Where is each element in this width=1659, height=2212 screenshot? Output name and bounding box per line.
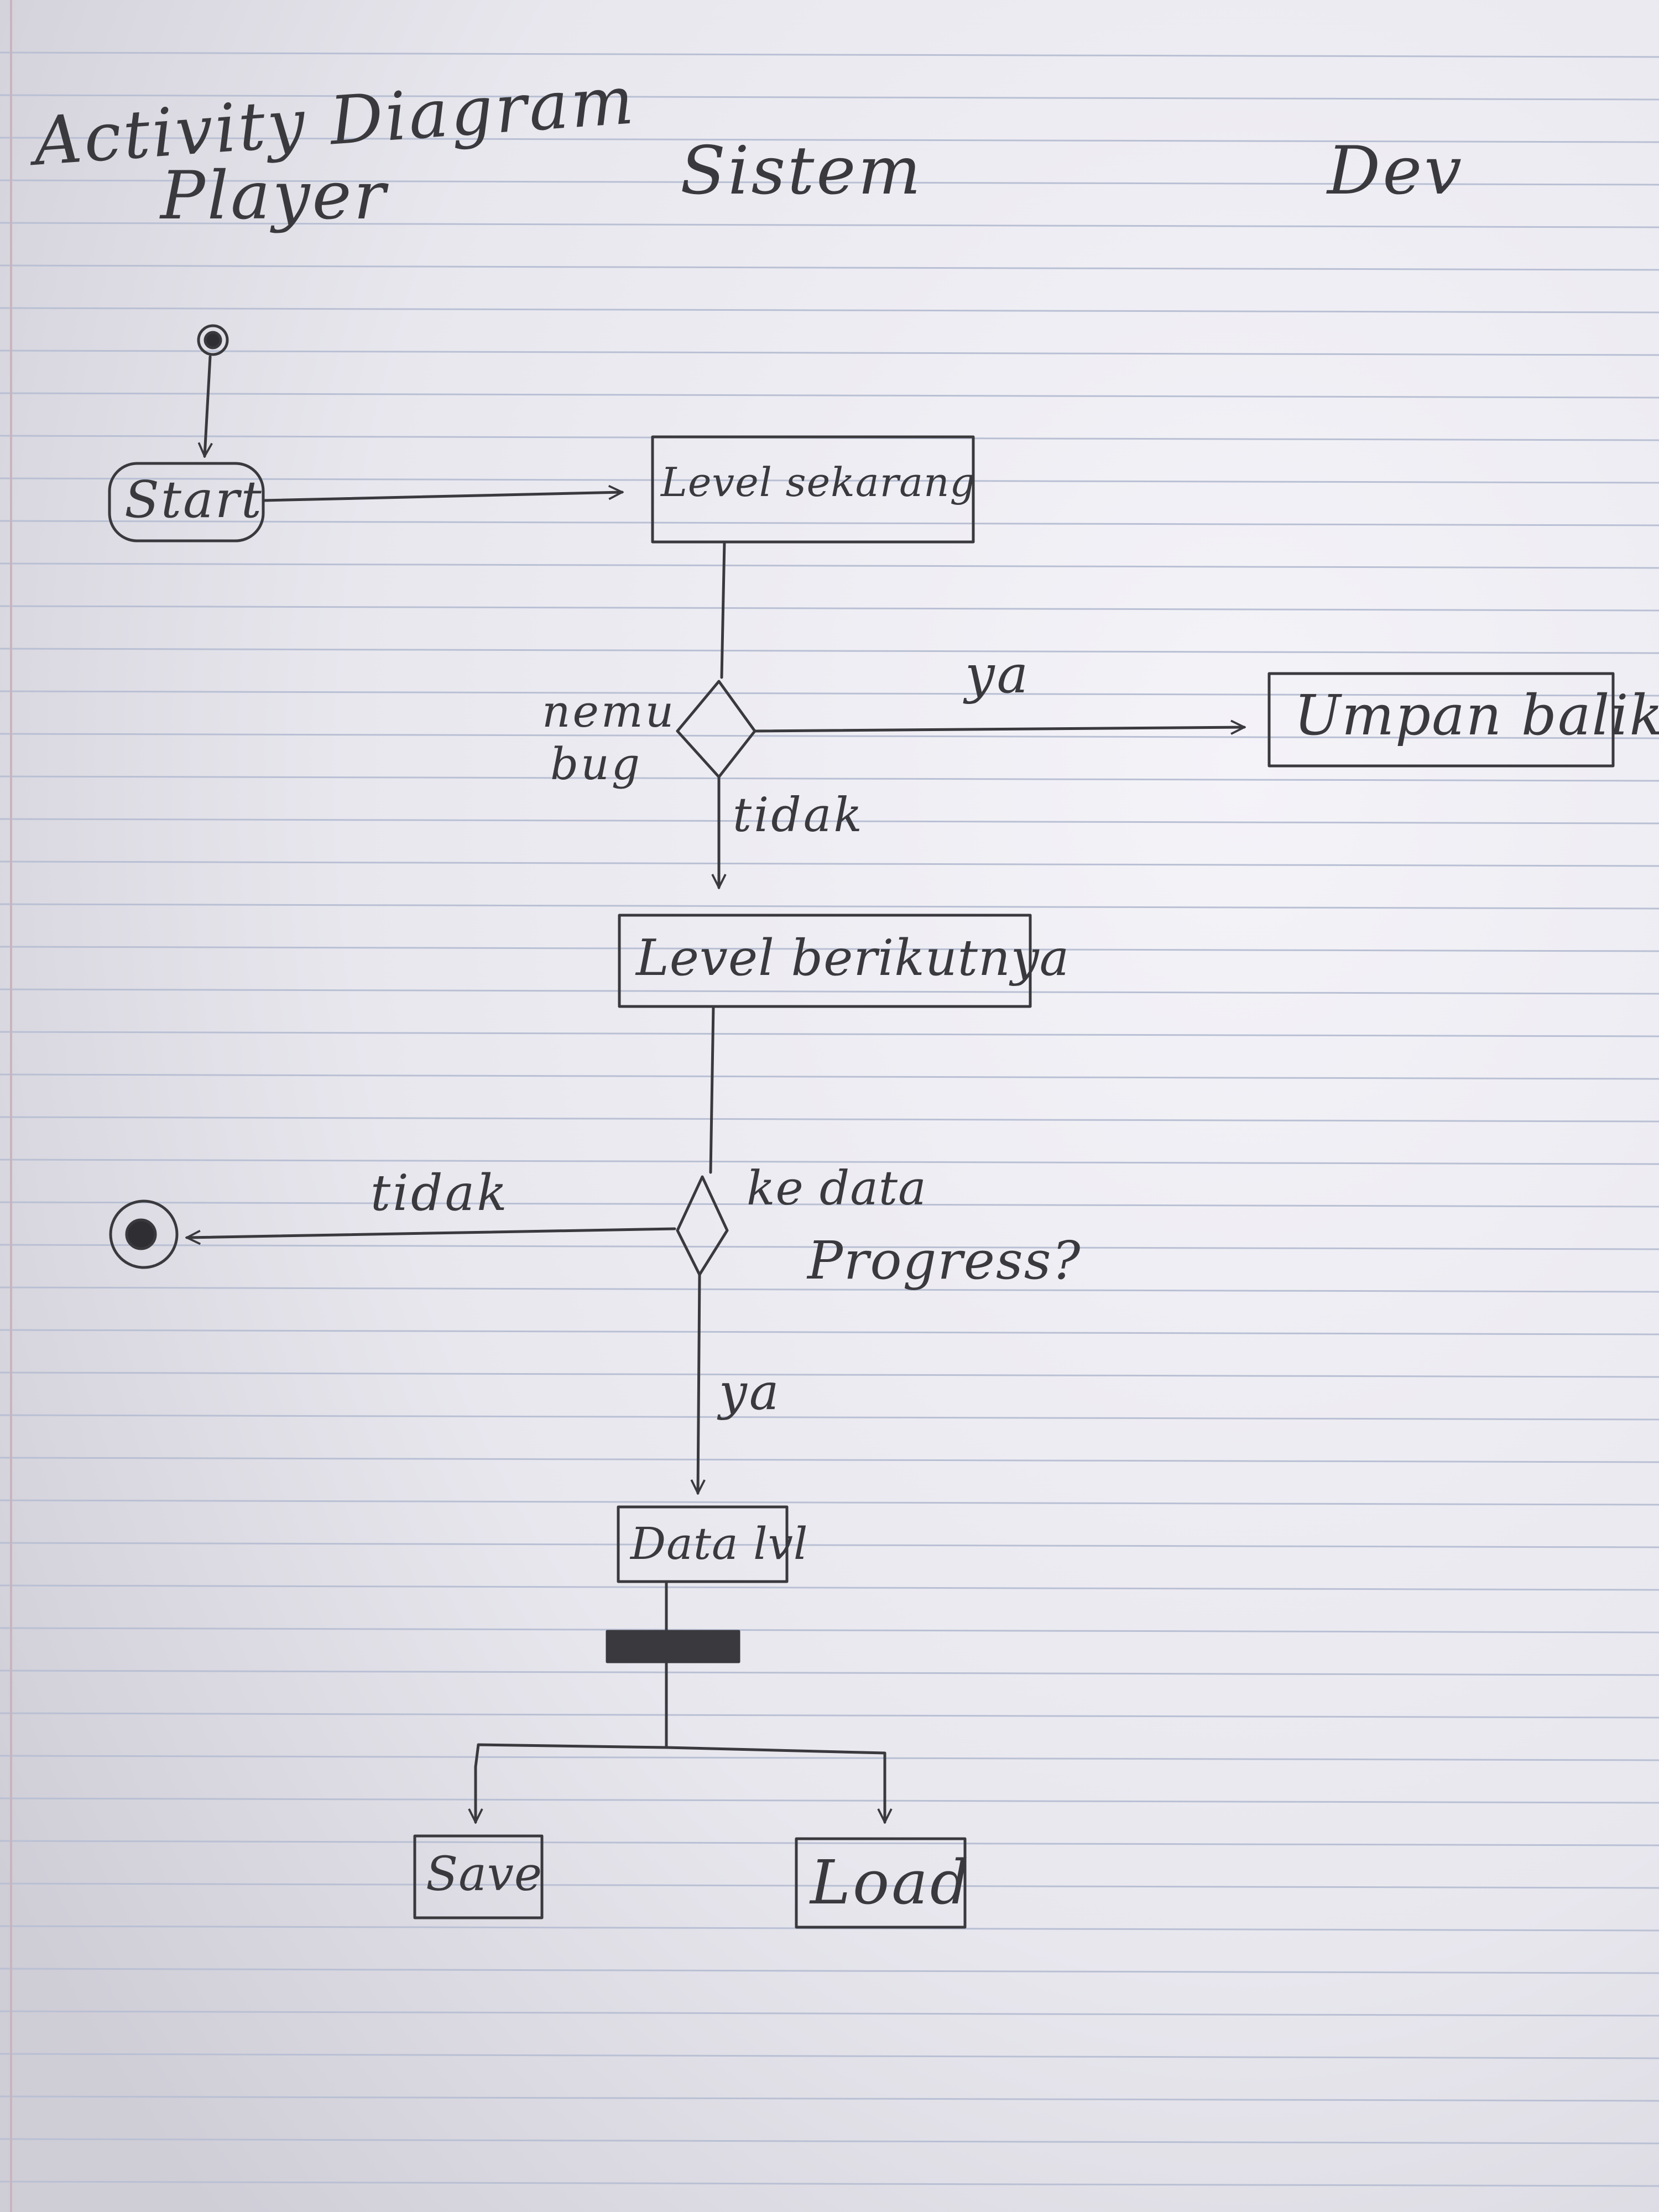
ruled-line — [0, 1882, 1659, 1889]
level-berikutnya-node — [618, 914, 1032, 1008]
level-sekarang-node — [651, 435, 975, 544]
data-lvl-label: Data lvl — [630, 1518, 808, 1569]
ruled-line — [0, 988, 1659, 995]
ruled-line — [0, 733, 1659, 739]
ruled-line — [0, 690, 1659, 697]
ruled-line — [0, 349, 1659, 356]
decision-bug-label-1: nemu — [542, 686, 676, 737]
ruled-line — [0, 179, 1659, 186]
ruled-line — [0, 1159, 1659, 1165]
flow-bug-yes — [753, 727, 1244, 731]
ruled-line — [0, 2095, 1659, 2102]
ruled-line — [0, 1755, 1659, 1761]
ruled-line — [0, 1712, 1659, 1719]
lane-dev: Dev — [1327, 133, 1464, 210]
ruled-line — [0, 775, 1659, 782]
save-node — [413, 1834, 544, 1919]
ruled-line — [0, 648, 1659, 654]
final-node-outer — [109, 1199, 179, 1269]
ruled-line — [0, 860, 1659, 867]
flow-level-decision2 — [709, 1005, 715, 1174]
ruled-line — [0, 1627, 1659, 1634]
level-berikutnya-label: Level berikutnya — [636, 929, 1070, 987]
ruled-line — [0, 1201, 1659, 1208]
fork-branches — [474, 1743, 885, 1822]
initial-node-fill — [204, 331, 222, 349]
decision-progress-label-2: Progress? — [807, 1230, 1082, 1291]
ruled-line — [0, 2138, 1659, 2145]
flow-progress-no — [187, 1227, 676, 1238]
umpan-balik-label: Umpan balik — [1294, 683, 1659, 748]
level-sekarang-label: Level sekarang — [661, 459, 976, 505]
ruled-line — [0, 1584, 1659, 1591]
ruled-line — [0, 264, 1659, 271]
fork-bar — [606, 1630, 740, 1663]
ruled-line — [0, 2010, 1659, 2017]
flow-progress-yes — [698, 1273, 700, 1493]
data-lvl-node — [617, 1505, 789, 1583]
ruled-line — [0, 818, 1659, 825]
load-node — [795, 1837, 967, 1929]
decision-progress-yes-label: ya — [719, 1363, 781, 1421]
ruled-line — [0, 1414, 1659, 1421]
ruled-line — [0, 222, 1659, 228]
lane-player: Player — [160, 158, 388, 234]
save-label: Save — [426, 1847, 543, 1902]
ruled-line — [0, 1542, 1659, 1548]
ruled-line — [0, 477, 1659, 484]
ruled-line — [0, 1073, 1659, 1080]
ruled-line — [0, 94, 1659, 101]
ruled-line — [0, 137, 1659, 143]
decision-progress-label-1: ke data — [747, 1161, 927, 1216]
ruled-line — [0, 392, 1659, 399]
load-label: Load — [810, 1847, 972, 1918]
final-node-inner — [125, 1218, 157, 1250]
decision-progress-no-label: tidak — [371, 1164, 509, 1222]
ruled-line — [0, 51, 1659, 58]
decision-bug-label-2: bug — [550, 738, 642, 790]
ruled-line — [0, 520, 1659, 526]
ruled-line — [0, 1797, 1659, 1804]
ruled-line — [0, 903, 1659, 910]
umpan-balik-node — [1267, 672, 1615, 768]
ruled-line — [0, 1116, 1659, 1123]
ruled-line — [0, 1968, 1659, 1974]
ruled-line — [0, 1371, 1659, 1378]
decision-bug-no-label: tidak — [733, 788, 864, 843]
ruled-line — [0, 1670, 1659, 1676]
ruled-line — [0, 307, 1659, 314]
start-node — [108, 462, 265, 542]
ruled-line — [0, 2053, 1659, 2059]
ruled-line — [0, 605, 1659, 612]
decision-bug-yes-label: ya — [965, 644, 1031, 705]
lane-sistem: Sistem — [680, 133, 924, 210]
ruled-line — [0, 946, 1659, 952]
flow-initial-start — [205, 355, 210, 456]
flow-start-level — [263, 492, 622, 502]
ruled-line — [0, 1244, 1659, 1250]
ruled-line — [0, 1329, 1659, 1335]
ruled-line — [0, 562, 1659, 569]
ruled-line — [0, 1286, 1659, 1293]
ruled-line — [0, 1031, 1659, 1037]
initial-node — [197, 324, 229, 356]
ruled-line — [0, 1840, 1659, 1846]
flow-level-decision — [720, 540, 726, 679]
ruled-line — [0, 2180, 1659, 2187]
ruled-line — [0, 1457, 1659, 1463]
ruled-line — [0, 1499, 1659, 1506]
start-label: Start — [124, 470, 263, 529]
